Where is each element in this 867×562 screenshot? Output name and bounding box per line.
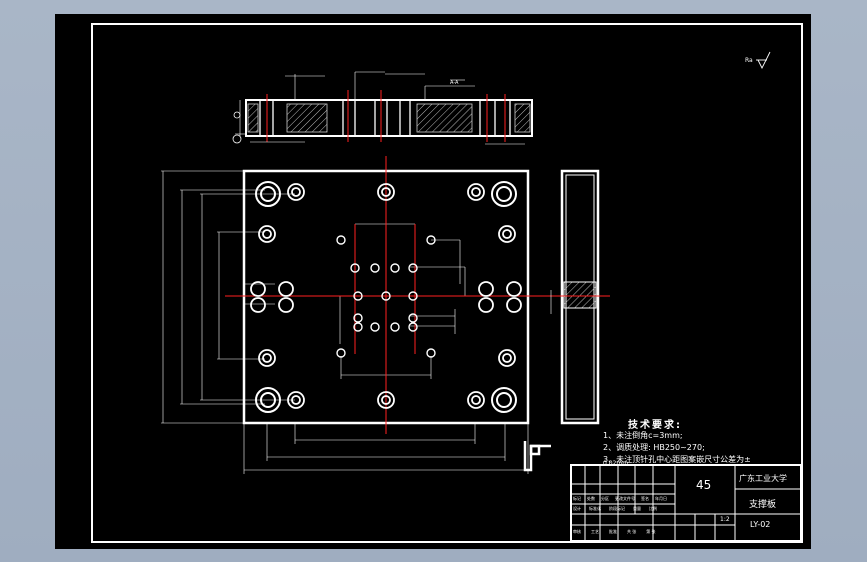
part-name: 支撑板 — [749, 500, 777, 510]
drawing-border — [91, 23, 803, 543]
scale-value: 1:2 — [720, 516, 730, 523]
top-section-view — [232, 71, 533, 145]
title-block-row-3: 审核 工艺 批准 共 张 第 张 — [573, 529, 656, 534]
material-label: 45 — [696, 478, 712, 492]
technical-requirement-1: 1、未注倒角c=3mm; — [603, 431, 683, 440]
cad-drawing — [91, 23, 803, 543]
medium-holes — [250, 183, 522, 409]
school-name: 广东工业大学 — [739, 474, 787, 483]
technical-requirement-2: 2、调质处理: HB250~270; — [603, 443, 705, 452]
corner-holes — [255, 181, 517, 413]
plan-view — [161, 156, 547, 474]
title-block-row-1: 标记 处数 分区 更改文件号 签名 年月日 — [573, 496, 667, 501]
centerlines — [225, 156, 547, 434]
drawing-number: LY-02 — [750, 520, 771, 529]
section-label: A-A — [450, 80, 459, 86]
section-outline — [245, 99, 533, 137]
technical-requirement-trailing: 0.02mm — [603, 460, 629, 467]
surface-roughness-symbol — [756, 51, 771, 70]
title-block-lines — [570, 464, 802, 542]
title-block-row-2: 设计 标准化 阶段标记 重量 比例 — [573, 506, 657, 511]
side-view — [545, 169, 610, 425]
dimension-lines — [161, 170, 529, 474]
technical-requirement-3: 3、未注顶针孔中心距图案嵌尺寸公差为± — [603, 455, 751, 464]
section-hatch — [247, 103, 531, 133]
cad-viewport[interactable]: A-A Ra 技术要求: 1、未注倒角c=3mm; 2、调质处理: HB250~… — [55, 14, 811, 549]
roughness-label: Ra — [745, 57, 753, 64]
ejector-holes — [336, 235, 436, 358]
technical-requirements-heading: 技术要求: — [628, 420, 682, 431]
section-marker — [523, 441, 551, 472]
